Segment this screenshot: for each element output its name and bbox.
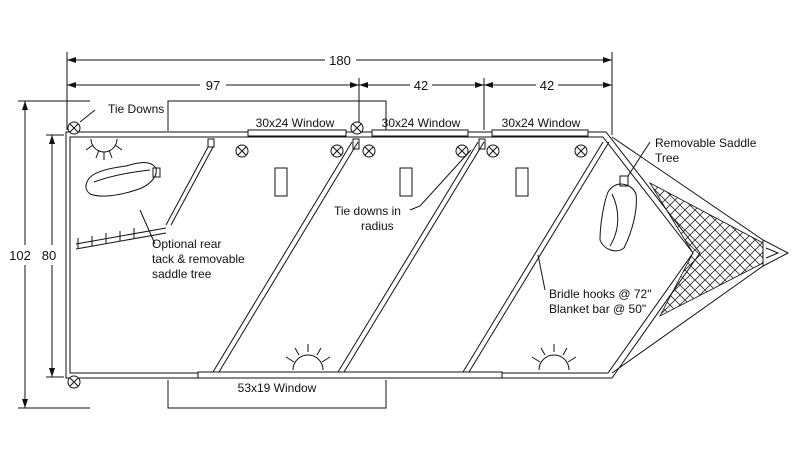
feed-bin-3 (515, 167, 529, 197)
window-bottom (197, 371, 503, 379)
stall-divider-2 (337, 141, 479, 373)
stall-divider-2 (343, 141, 485, 373)
leader-tie-downs (79, 109, 96, 123)
rear-tack-bar (165, 146, 209, 226)
fender-outline-top (167, 100, 387, 131)
trailer-inner-wall (69, 136, 694, 374)
label-rear-tack-2: tack & removable (152, 252, 245, 266)
label-saddle-tree-1: Removable Saddle (655, 136, 757, 150)
saddle-front (599, 175, 637, 252)
tie-down-icon (67, 375, 81, 389)
label-rear-tack-1: Optional rear (152, 237, 221, 251)
label-saddle-tree-2: Tree (655, 151, 680, 165)
label-window-2: 30x24 Window (382, 116, 461, 130)
fender-outline-bottom (167, 380, 387, 409)
gooseneck-outline (611, 136, 790, 374)
label-radius-1: Tie downs in (334, 204, 401, 218)
stall-divider-1 (218, 141, 359, 373)
leader-bridle-hooks (537, 254, 546, 291)
light-icon (531, 344, 577, 371)
stall-divider-1 (212, 141, 353, 373)
dim-total-length: 180 (329, 53, 351, 68)
label-bridle-hooks: Bridle hooks @ 72" (549, 287, 652, 301)
label-tie-downs: Tie Downs (108, 102, 164, 116)
tie-down-icon (486, 144, 500, 158)
tack-bar-latch (207, 138, 215, 148)
label-radius-2: radius (361, 219, 394, 233)
tie-down-icon (67, 121, 81, 135)
dim-section-2: 42 (414, 78, 428, 93)
tie-down-icon (330, 144, 344, 158)
stall-divider-3 (462, 141, 604, 373)
window-top-1 (247, 129, 347, 137)
tie-down-icon (235, 144, 249, 158)
dim-inner-width: 80 (42, 248, 56, 263)
dim-section-3: 42 (540, 78, 554, 93)
label-rear-tack-3: saddle tree (152, 267, 212, 281)
dim-section-1: 97 (206, 78, 220, 93)
light-icon (85, 138, 123, 160)
window-top-3 (491, 129, 589, 137)
label-window-1: 30x24 Window (256, 116, 335, 130)
divider-latch (352, 138, 360, 150)
feed-bin-2 (399, 167, 413, 197)
leader-tie-downs-radius (409, 149, 472, 211)
dim-outer-width: 102 (9, 248, 31, 263)
tie-down-icon (455, 144, 469, 158)
saddle-rear (85, 162, 161, 197)
label-window-3: 30x24 Window (502, 116, 581, 130)
tie-down-icon (574, 144, 588, 158)
light-icon (285, 344, 331, 371)
feed-bin-1 (274, 167, 288, 197)
dimension-arrowheads (22, 57, 612, 408)
diamond-plate-nose (648, 181, 764, 317)
label-window-bottom: 53x19 Window (238, 381, 317, 395)
label-blanket-bar: Blanket bar @ 50" (549, 302, 646, 316)
divider-latch (478, 138, 486, 150)
tie-down-icon (362, 144, 376, 158)
leader-rear-tack (139, 209, 156, 245)
leader-saddle-tree (627, 141, 651, 177)
rear-tack-bar (170, 146, 214, 226)
gooseneck-coupler (765, 247, 780, 259)
tie-down-icon (350, 121, 364, 135)
rear-tack-rail (75, 227, 167, 245)
window-top-2 (371, 129, 469, 137)
stall-divider-3 (468, 141, 610, 373)
